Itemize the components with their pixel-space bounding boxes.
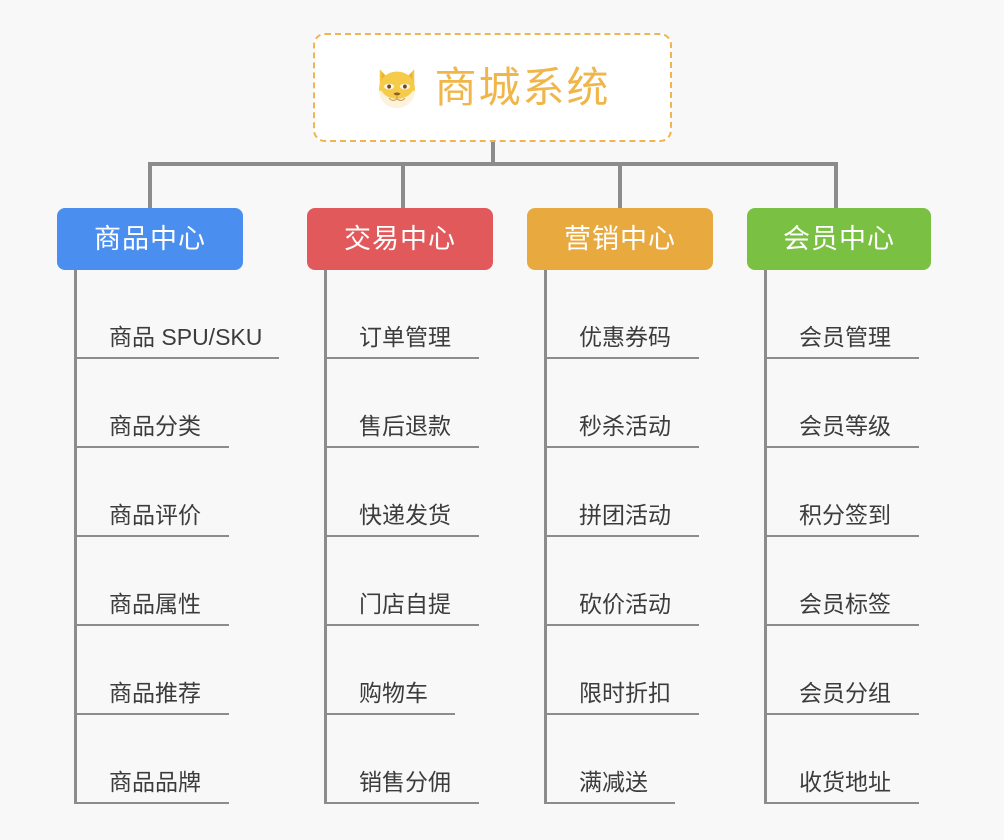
connector-drop-3 bbox=[618, 162, 622, 208]
leaf-label: 商品评价 bbox=[109, 502, 201, 528]
leaf-item[interactable]: 商品评价 bbox=[74, 448, 262, 537]
connector-horizontal-bus bbox=[148, 162, 836, 166]
leaf-item[interactable]: 会员标签 bbox=[764, 537, 919, 626]
leaf-label: 门店自提 bbox=[359, 591, 451, 617]
leaf-label: 销售分佣 bbox=[359, 769, 451, 795]
shiba-inu-dog-face-icon bbox=[379, 68, 416, 108]
leaf-label: 满减送 bbox=[579, 769, 648, 795]
leaf-label: 商品 SPU/SKU bbox=[109, 324, 263, 350]
leaf-underline bbox=[74, 535, 229, 537]
leaf-column-1: 商品 SPU/SKU 商品分类商品评价商品属性商品推荐商品品牌 bbox=[74, 270, 279, 804]
leaf-label: 商品分类 bbox=[109, 413, 201, 439]
category-label: 会员中心 bbox=[783, 223, 895, 254]
leaf-underline bbox=[544, 624, 699, 626]
leaf-item[interactable]: 售后退款 bbox=[324, 359, 479, 448]
leaf-underline bbox=[764, 624, 919, 626]
leaf-item[interactable]: 快递发货 bbox=[324, 448, 479, 537]
category-box-1[interactable]: 商品中心 bbox=[57, 208, 243, 270]
leaf-label: 砍价活动 bbox=[579, 591, 671, 617]
leaf-item[interactable]: 商品分类 bbox=[74, 359, 262, 448]
leaf-column-2: 订单管理售后退款快递发货门店自提购物车销售分佣 bbox=[324, 270, 479, 804]
leaf-label: 售后退款 bbox=[359, 413, 451, 439]
leaf-underline bbox=[324, 713, 455, 715]
leaf-label: 购物车 bbox=[359, 680, 428, 706]
leaf-item[interactable]: 销售分佣 bbox=[324, 715, 479, 804]
leaf-underline bbox=[544, 802, 675, 804]
leaf-column-4: 会员管理会员等级积分签到会员标签会员分组收货地址 bbox=[764, 270, 919, 804]
leaf-item[interactable]: 优惠券码 bbox=[544, 270, 699, 359]
leaf-underline bbox=[544, 446, 699, 448]
leaf-label: 秒杀活动 bbox=[579, 413, 671, 439]
leaf-item[interactable]: 购物车 bbox=[324, 626, 455, 715]
leaf-underline bbox=[324, 357, 479, 359]
leaf-label: 会员管理 bbox=[799, 324, 891, 350]
leaf-label: 商品属性 bbox=[109, 591, 201, 617]
leaf-item[interactable]: 拼团活动 bbox=[544, 448, 699, 537]
leaf-item[interactable]: 商品 SPU/SKU bbox=[74, 270, 279, 359]
leaf-item[interactable]: 秒杀活动 bbox=[544, 359, 699, 448]
leaf-label: 订单管理 bbox=[359, 324, 451, 350]
leaf-underline bbox=[764, 357, 919, 359]
leaf-item[interactable]: 会员分组 bbox=[764, 626, 919, 715]
leaf-label: 收货地址 bbox=[799, 769, 891, 795]
leaf-underline bbox=[324, 535, 479, 537]
leaf-label: 拼团活动 bbox=[579, 502, 671, 528]
leaf-item[interactable]: 砍价活动 bbox=[544, 537, 699, 626]
connector-drop-1 bbox=[148, 162, 152, 208]
category-box-4[interactable]: 会员中心 bbox=[747, 208, 931, 270]
category-label: 商品中心 bbox=[94, 223, 206, 254]
leaf-underline bbox=[74, 713, 229, 715]
category-box-3[interactable]: 营销中心 bbox=[527, 208, 713, 270]
leaf-item[interactable]: 收货地址 bbox=[764, 715, 919, 804]
category-label: 交易中心 bbox=[344, 223, 456, 254]
leaf-label: 会员标签 bbox=[799, 591, 891, 617]
leaf-underline bbox=[764, 713, 919, 715]
leaf-underline bbox=[74, 446, 229, 448]
leaf-item[interactable]: 积分签到 bbox=[764, 448, 919, 537]
leaf-label: 快递发货 bbox=[359, 502, 451, 528]
leaf-underline bbox=[544, 713, 699, 715]
connector-drop-4 bbox=[834, 162, 838, 208]
leaf-underline bbox=[74, 802, 229, 804]
leaf-underline bbox=[324, 624, 479, 626]
leaf-item[interactable]: 商品推荐 bbox=[74, 626, 262, 715]
leaf-item[interactable]: 门店自提 bbox=[324, 537, 479, 626]
leaf-underline bbox=[544, 535, 699, 537]
leaf-item[interactable]: 商品属性 bbox=[74, 537, 262, 626]
leaf-item[interactable]: 订单管理 bbox=[324, 270, 479, 359]
leaf-underline bbox=[764, 535, 919, 537]
leaf-item[interactable]: 限时折扣 bbox=[544, 626, 699, 715]
connector-root-stem bbox=[491, 142, 495, 166]
leaf-label: 优惠券码 bbox=[579, 324, 671, 350]
category-label: 营销中心 bbox=[564, 223, 676, 254]
leaf-item[interactable]: 商品品牌 bbox=[74, 715, 262, 804]
leaf-label: 商品品牌 bbox=[109, 769, 201, 795]
leaf-item[interactable]: 满减送 bbox=[544, 715, 675, 804]
leaf-item[interactable]: 会员等级 bbox=[764, 359, 919, 448]
leaf-item[interactable]: 会员管理 bbox=[764, 270, 919, 359]
leaf-underline bbox=[74, 357, 279, 359]
leaf-label: 会员等级 bbox=[799, 413, 891, 439]
root-title: 商城系统 bbox=[434, 63, 611, 111]
leaf-label: 商品推荐 bbox=[109, 680, 201, 706]
leaf-label: 限时折扣 bbox=[579, 680, 671, 706]
category-box-2[interactable]: 交易中心 bbox=[307, 208, 493, 270]
leaf-column-3: 优惠券码秒杀活动拼团活动砍价活动限时折扣满减送 bbox=[544, 270, 699, 804]
leaf-underline bbox=[544, 357, 699, 359]
leaf-underline bbox=[324, 802, 479, 804]
leaf-underline bbox=[764, 802, 919, 804]
leaf-underline bbox=[74, 624, 229, 626]
root-node[interactable]: 商城系统 bbox=[313, 33, 672, 142]
leaf-label: 积分签到 bbox=[799, 502, 891, 528]
leaf-underline bbox=[324, 446, 479, 448]
leaf-label: 会员分组 bbox=[799, 680, 891, 706]
leaf-underline bbox=[764, 446, 919, 448]
connector-drop-2 bbox=[401, 162, 405, 208]
